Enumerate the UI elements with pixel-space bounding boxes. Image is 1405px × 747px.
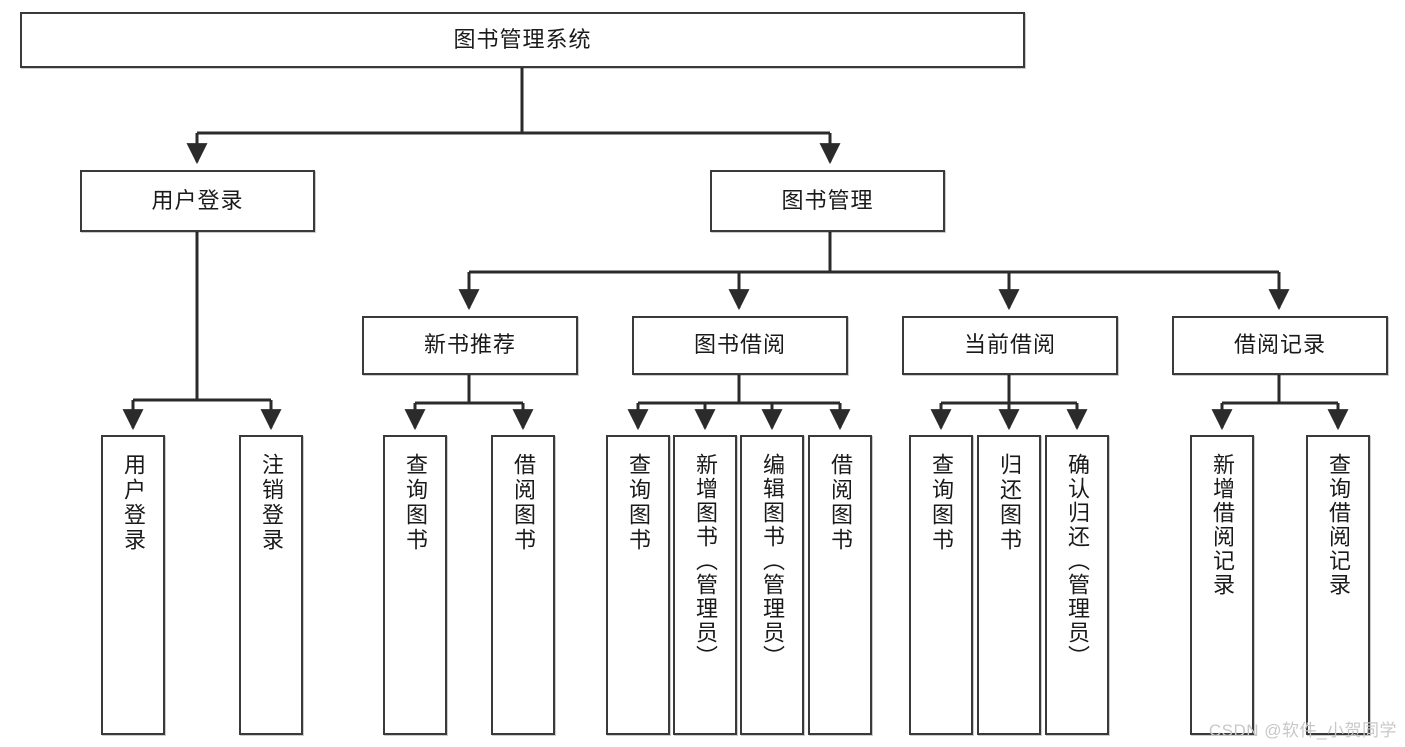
- node-label: 图书管理: [781, 187, 874, 213]
- node-new-book-recommend[interactable]: 新书推荐: [362, 316, 578, 375]
- node-leaf-confirm-return[interactable]: 确认归还（管理员）: [1045, 435, 1109, 735]
- node-label: 借阅记录: [1233, 332, 1326, 358]
- node-label: 用户登录: [121, 453, 146, 553]
- node-label: 查询图书: [403, 453, 428, 553]
- node-label: 确认归还（管理员）: [1065, 453, 1090, 669]
- node-label: 图书管理系统: [453, 26, 592, 52]
- node-label: 新书推荐: [423, 332, 516, 358]
- node-leaf-query-book-2[interactable]: 查询图书: [606, 435, 670, 735]
- node-leaf-query-book-1[interactable]: 查询图书: [383, 435, 447, 735]
- node-label: 当前借阅: [963, 332, 1056, 358]
- csdn-watermark: CSDN @软件_小贺同学: [1208, 721, 1397, 740]
- node-label: 查询图书: [929, 453, 954, 553]
- node-leaf-borrow-book-2[interactable]: 借阅图书: [808, 435, 872, 735]
- node-label: 编辑图书（管理员）: [760, 453, 785, 669]
- node-leaf-add-borrow-record[interactable]: 新增借阅记录: [1190, 435, 1254, 735]
- node-leaf-user-login[interactable]: 用户登录: [101, 435, 165, 735]
- node-leaf-logout-login[interactable]: 注销登录: [239, 435, 303, 735]
- node-leaf-add-book[interactable]: 新增图书（管理员）: [673, 435, 737, 735]
- node-label: 借阅图书: [511, 453, 536, 553]
- node-label: 归还图书: [997, 453, 1022, 553]
- node-book-management[interactable]: 图书管理: [710, 170, 945, 232]
- node-current-borrow[interactable]: 当前借阅: [902, 316, 1118, 375]
- node-leaf-query-book-3[interactable]: 查询图书: [909, 435, 973, 735]
- node-user-login[interactable]: 用户登录: [80, 170, 315, 232]
- node-leaf-return-book[interactable]: 归还图书: [977, 435, 1041, 735]
- node-book-borrow[interactable]: 图书借阅: [632, 316, 848, 375]
- node-label: 新增图书（管理员）: [693, 453, 718, 669]
- node-label: 图书借阅: [693, 332, 786, 358]
- node-label: 查询图书: [626, 453, 651, 553]
- node-leaf-query-borrow-record[interactable]: 查询借阅记录: [1306, 435, 1370, 735]
- node-label: 借阅图书: [828, 453, 853, 553]
- node-borrow-record[interactable]: 借阅记录: [1172, 316, 1388, 375]
- node-label: 注销登录: [259, 453, 284, 553]
- node-leaf-borrow-book-1[interactable]: 借阅图书: [491, 435, 555, 735]
- node-leaf-edit-book[interactable]: 编辑图书（管理员）: [740, 435, 804, 735]
- node-label: 新增借阅记录: [1210, 453, 1235, 597]
- node-label: 用户登录: [151, 187, 244, 213]
- node-root-book-management-system[interactable]: 图书管理系统: [20, 12, 1025, 68]
- node-label: 查询借阅记录: [1326, 453, 1351, 597]
